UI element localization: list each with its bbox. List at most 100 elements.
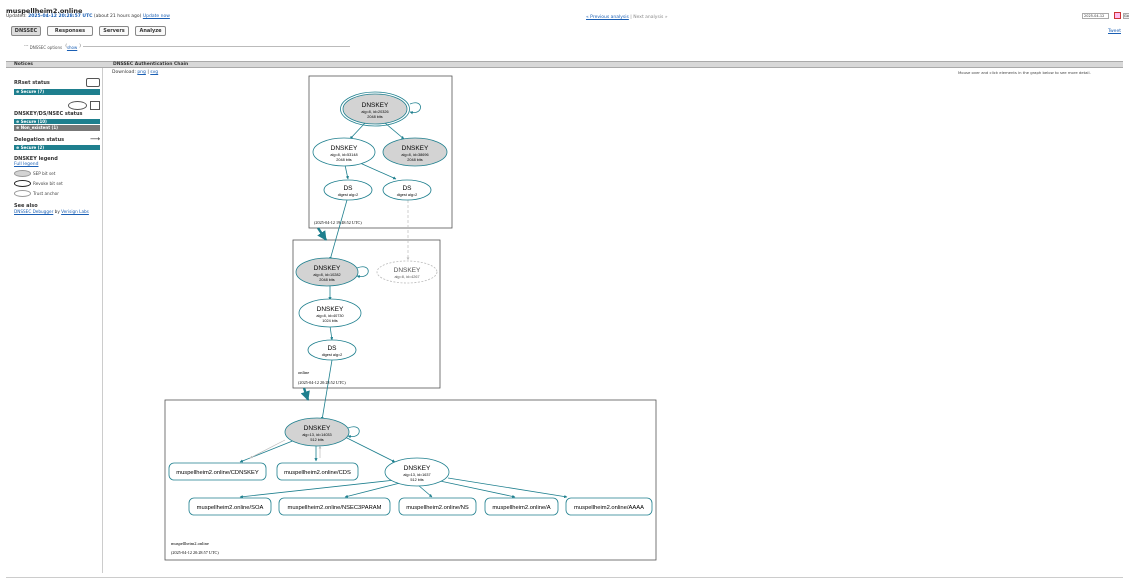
dnskey-nonexistent-bar[interactable]: ⊕ Non_existent (1) <box>14 125 100 131</box>
svg-text:alg=13, id=14033: alg=13, id=14033 <box>302 433 331 437</box>
download-svg-link[interactable]: svg <box>150 70 159 75</box>
legend-trust: Trust anchor <box>14 190 100 197</box>
chain-heading: DNSSEC Authentication Chain <box>113 62 189 67</box>
section-band: Notices DNSSEC Authentication Chain <box>6 61 1123 68</box>
svg-text:2048 bits: 2048 bits <box>336 158 352 162</box>
tweet-link[interactable]: Tweet <box>1108 29 1121 34</box>
online-zone-timestamp: (2025-04-12 20:28:52 UTC) <box>298 380 346 385</box>
calendar-icon[interactable] <box>1114 12 1121 19</box>
rrset-cdnskey-node[interactable]: muspellheim2.online/CDNSKEY <box>168 462 267 481</box>
dnssec-options-show-link[interactable]: show <box>66 45 80 50</box>
domain-zone-timestamp: (2025-04-12 20:28:57 UTC) <box>171 550 219 555</box>
ellipse-shape-icon <box>68 100 87 110</box>
go-button[interactable]: Go <box>1123 13 1129 19</box>
svg-text:muspellheim2.online/A: muspellheim2.online/A <box>492 505 550 511</box>
updated-time-link[interactable]: 2025-04-12 20:28:57 UTC <box>28 14 93 19</box>
rrset-cds-node[interactable]: muspellheim2.online/CDS <box>276 462 359 481</box>
svg-text:DNSKEY: DNSKEY <box>404 465 431 472</box>
rrset-shape-icon <box>86 78 100 87</box>
tab-dnssec[interactable]: DNSSEC <box>11 26 41 36</box>
svg-text:1024 bits: 1024 bits <box>322 319 338 323</box>
dnssec-options-label: DNSSEC options <box>29 45 65 50</box>
download-label: Download: <box>112 70 136 75</box>
svg-text:512 bits: 512 bits <box>310 438 323 442</box>
legend-sep: SEP bit set <box>14 170 100 177</box>
domain-zone-name: muspellheim2.online <box>171 541 209 546</box>
svg-text:alg=8, id=4267: alg=8, id=4267 <box>394 275 419 279</box>
domain-ksk-node[interactable]: DNSKEY alg=13, id=14033 512 bits <box>284 417 350 447</box>
dnssec-debugger-link[interactable]: DNSSEC Debugger <box>14 209 54 214</box>
svg-text:512 bits: 512 bits <box>410 478 423 482</box>
download-png-link[interactable]: png <box>137 70 146 75</box>
svg-text:alg=8, id=38696: alg=8, id=38696 <box>401 153 428 157</box>
notices-sidebar: RRset status ⊕ Secure (7) DNSKEY/DS/NSEC… <box>14 78 100 214</box>
full-legend-link[interactable]: Full legend <box>14 162 39 167</box>
svg-text:digest alg=2: digest alg=2 <box>322 353 343 357</box>
root-zone-timestamp: (2025-04-12 19:48:52 UTC) <box>314 220 362 225</box>
svg-text:muspellheim2.online/NS: muspellheim2.online/NS <box>406 505 469 511</box>
graph-edges <box>239 102 568 499</box>
svg-text:DS: DS <box>343 185 353 192</box>
tab-analyze[interactable]: Analyze <box>135 26 166 36</box>
download-links: Download: png | svg <box>112 70 159 75</box>
verisign-labs-link[interactable]: Verisign Labs <box>61 209 89 214</box>
online-zone-box <box>292 239 441 389</box>
nsec-shape-icon <box>90 100 100 110</box>
analysis-date-select[interactable]: 2025-04-12 <box>1082 13 1109 19</box>
column-divider <box>102 68 103 573</box>
svg-text:DNSKEY: DNSKEY <box>362 102 389 109</box>
svg-text:DNSKEY: DNSKEY <box>304 425 331 432</box>
updated-line: Updated: 2025-04-12 20:28:57 UTC (about … <box>6 14 170 19</box>
online-zone-name: online <box>298 370 309 375</box>
grey-edges <box>249 200 410 459</box>
trust-oval-icon <box>14 190 31 197</box>
legend-revoke: Revoke bit set <box>14 180 100 187</box>
svg-text:DNSKEY: DNSKEY <box>314 265 341 272</box>
mouse-hint: Mouse over and click elements in the gra… <box>958 70 1091 75</box>
page-header: muspellheim2.online Updated: 2025-04-12 … <box>6 7 1129 21</box>
update-now-link[interactable]: Update now <box>142 14 170 19</box>
dnskey-secure-bar[interactable]: ⊕ Secure (10) <box>14 118 100 124</box>
see-also-heading: See also <box>14 203 38 209</box>
svg-text:muspellheim2.online/NSEC3PARAM: muspellheim2.online/NSEC3PARAM <box>288 505 382 511</box>
svg-text:DS: DS <box>402 185 412 192</box>
delegation-status-heading: Delegation status <box>14 136 65 143</box>
updated-ago: (about 21 hours ago) <box>93 14 142 19</box>
rrset-ns-node[interactable]: muspellheim2.online/NS <box>398 497 477 516</box>
root-ds2-node[interactable]: DS digest alg=2 <box>382 179 432 201</box>
root-dnskey-other-node[interactable]: DNSKEY alg=8, id=38696 2048 bits <box>382 137 448 167</box>
rrset-secure-bar[interactable]: ⊕ Secure (7) <box>14 89 100 95</box>
root-ksk-node[interactable]: DNSKEY alg=8, id=20326 2048 bits <box>340 91 410 127</box>
previous-analysis-link[interactable]: « Previous analysis <box>586 15 629 20</box>
rrset-soa-node[interactable]: muspellheim2.online/SOA <box>188 497 272 516</box>
delegation-secure-bar[interactable]: ⊕ Secure (2) <box>14 144 100 150</box>
rrset-nsec3param-node[interactable]: muspellheim2.online/NSEC3PARAM <box>278 497 391 516</box>
arrow-icon: ⟶ <box>89 135 100 143</box>
online-zsk-node[interactable]: DNSKEY alg=8, id=40730 1024 bits <box>298 298 362 328</box>
svg-text:digest alg=2: digest alg=2 <box>397 193 418 197</box>
svg-text:DNSKEY: DNSKEY <box>402 145 429 152</box>
root-zsk-node[interactable]: DNSKEY alg=8, id=53148 2048 bits <box>312 137 376 167</box>
tab-responses[interactable]: Responses <box>47 26 93 36</box>
page-title: muspellheim2.online <box>6 7 83 15</box>
domain-zsk-node[interactable]: DNSKEY alg=13, id=1637 512 bits <box>384 457 450 487</box>
tab-servers[interactable]: Servers <box>99 26 129 36</box>
rrset-aaaa-node[interactable]: muspellheim2.online/AAAA <box>565 497 653 516</box>
svg-text:2048 bits: 2048 bits <box>367 115 383 119</box>
svg-text:DNSKEY: DNSKEY <box>394 267 421 274</box>
revoke-oval-icon <box>14 180 31 187</box>
online-missing-dnskey-node[interactable]: DNSKEY alg=8, id=4267 <box>376 260 438 284</box>
root-zone-box <box>308 75 453 229</box>
svg-text:muspellheim2.online/CDS: muspellheim2.online/CDS <box>284 470 351 476</box>
notices-heading: Notices <box>14 62 33 67</box>
online-ksk-node[interactable]: DNSKEY alg=8, id=10282 2048 bits <box>295 257 359 287</box>
rrset-a-node[interactable]: muspellheim2.online/A <box>484 497 559 516</box>
next-analysis-label: Next analysis » <box>633 15 668 20</box>
dnskey-status-heading: DNSKEY/DS/NSEC status <box>14 110 83 117</box>
svg-text:muspellheim2.online/SOA: muspellheim2.online/SOA <box>197 505 264 511</box>
rrset-status-heading: RRset status <box>14 79 50 86</box>
online-ds-node[interactable]: DS digest alg=2 <box>307 339 357 361</box>
svg-text:alg=8, id=20326: alg=8, id=20326 <box>361 110 388 114</box>
svg-text:DNSKEY: DNSKEY <box>317 306 344 313</box>
root-ds1-node[interactable]: DS digest alg=2 <box>323 179 373 201</box>
